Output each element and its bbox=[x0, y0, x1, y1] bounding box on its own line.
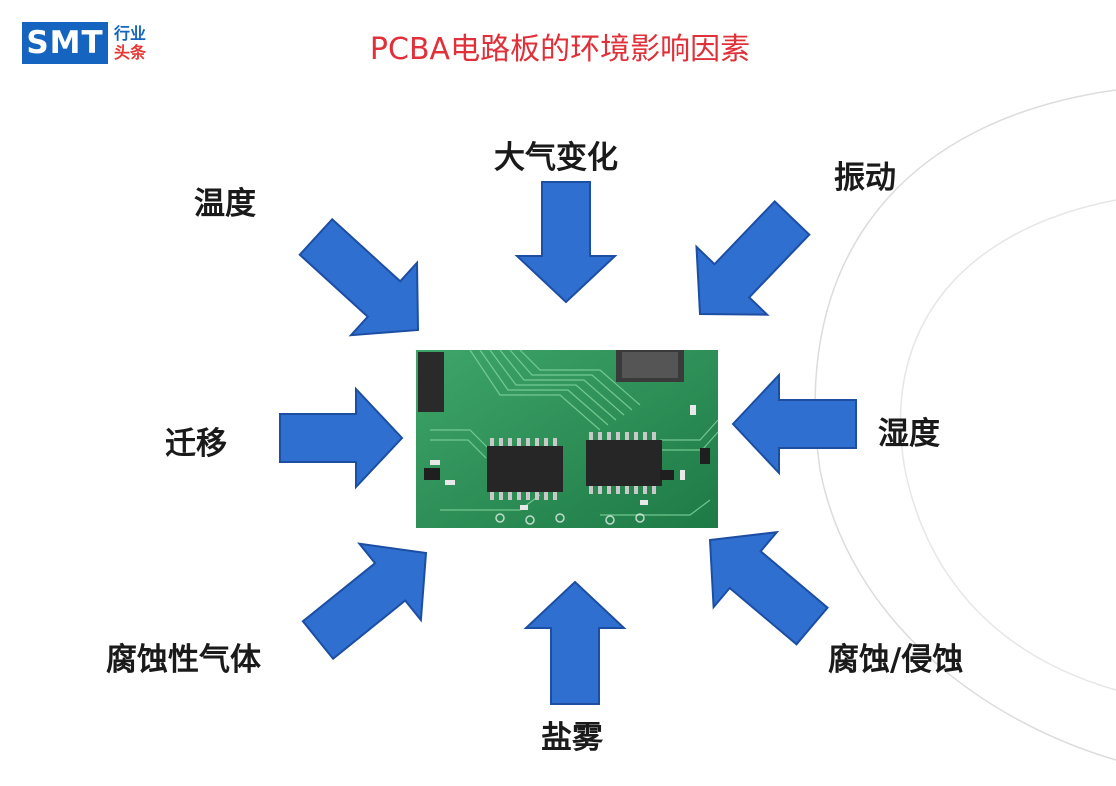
arrow-humidity bbox=[731, 372, 857, 476]
arrow-atmosphere bbox=[514, 181, 618, 304]
arrow-salt-spray bbox=[523, 580, 627, 705]
arrow-corrosive-gas bbox=[301, 542, 428, 661]
factor-atmosphere: 大气变化 bbox=[494, 140, 618, 176]
logo-subtitle-line1: 行业 bbox=[114, 24, 147, 43]
logo: SMT 行业 头条 bbox=[22, 22, 146, 64]
pcb-board-image bbox=[416, 349, 719, 528]
arrow-vibration bbox=[695, 199, 811, 316]
arrow-migration bbox=[279, 386, 404, 490]
diagram-title: PCBA电路板的环境影响因素 bbox=[369, 32, 751, 67]
arrow-temperature bbox=[298, 217, 420, 337]
logo-subtitle-line2: 头条 bbox=[114, 43, 147, 62]
arrows-group bbox=[279, 181, 857, 705]
factor-humidity: 湿度 bbox=[878, 416, 940, 452]
factor-migration: 迁移 bbox=[165, 426, 227, 462]
factor-vibration: 振动 bbox=[834, 160, 896, 196]
factor-temperature: 温度 bbox=[194, 186, 256, 222]
factor-corrosive-gas: 腐蚀性气体 bbox=[106, 642, 261, 678]
background-arcs bbox=[814, 89, 1116, 761]
logo-text: SMT bbox=[22, 22, 108, 64]
factor-corrosion-erosion: 腐蚀/侵蚀 bbox=[828, 642, 964, 678]
arrow-corrosion-erosion bbox=[708, 530, 829, 646]
factor-salt-spray: 盐雾 bbox=[541, 720, 603, 756]
